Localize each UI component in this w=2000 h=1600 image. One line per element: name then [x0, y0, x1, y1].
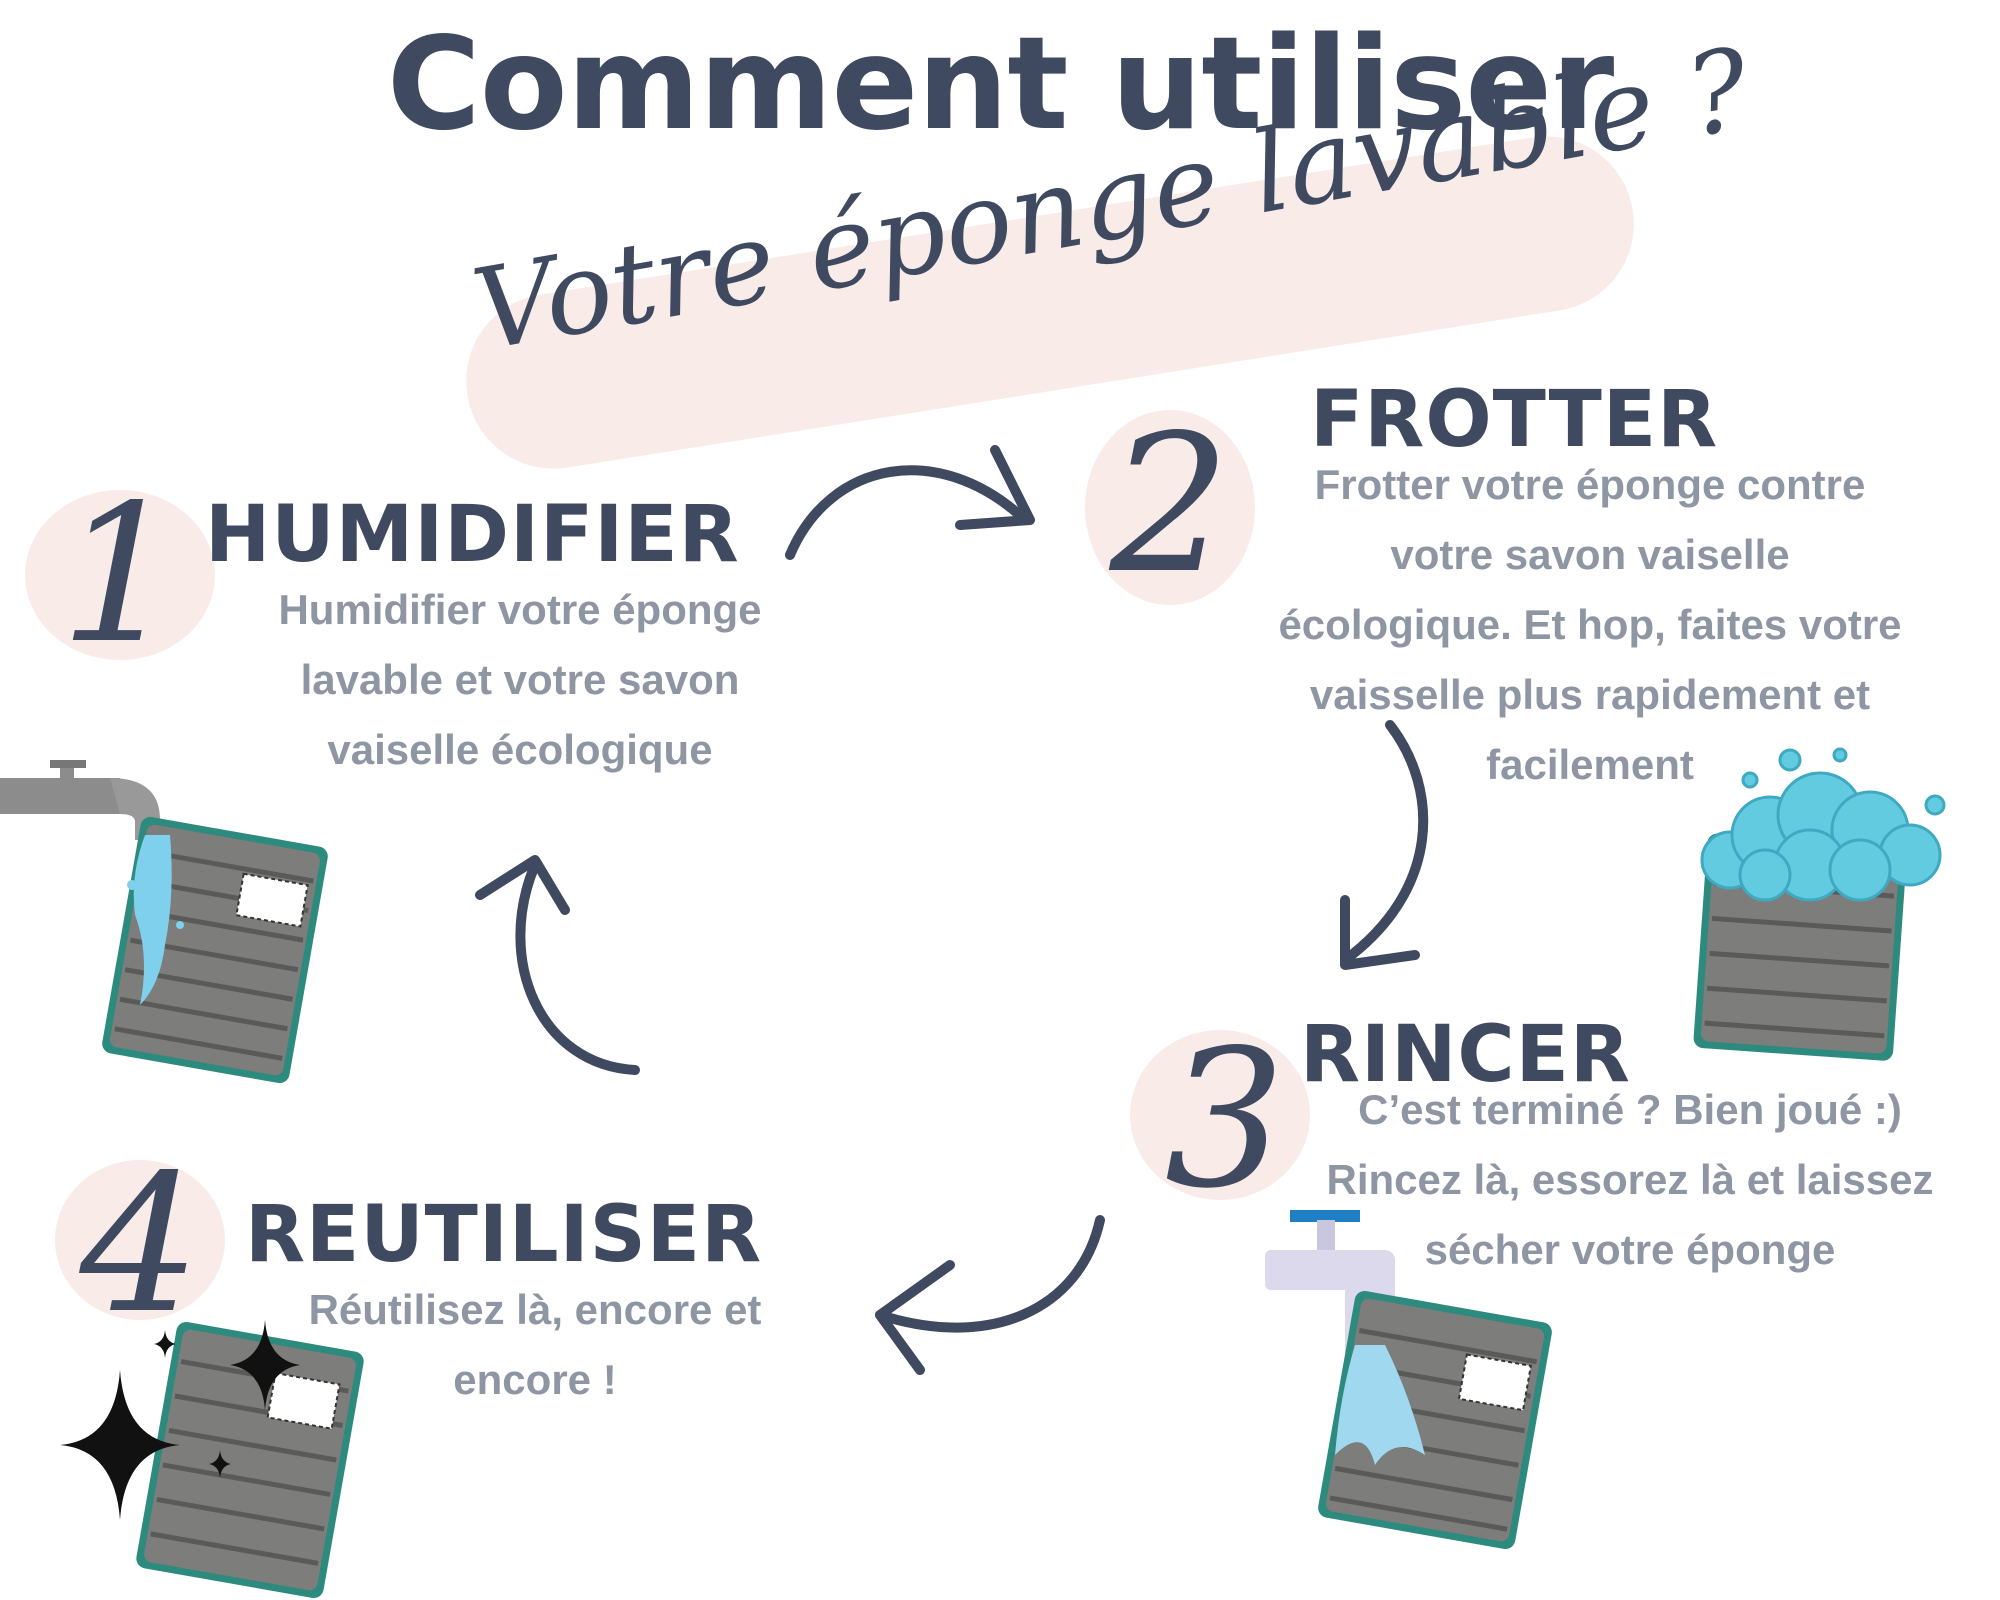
step-4-title: REUTILISER — [245, 1190, 763, 1280]
step-2-number: 2 — [1109, 394, 1231, 615]
step-2-line: facilement — [1486, 741, 1694, 788]
step-3-line: C’est terminé ? Bien joué :) — [1358, 1086, 1902, 1133]
step-4-number-bg — [55, 1160, 225, 1320]
step-3-title: RINCER — [1300, 1010, 1631, 1100]
sponge-icon — [136, 1321, 364, 1599]
step-2-line: Frotter votre éponge contre — [1314, 461, 1866, 508]
step-1-line: Humidifier votre éponge — [278, 586, 762, 633]
step-1-number: 1 — [59, 464, 181, 685]
step-2-line: écologique. Et hop, faites votre — [1278, 601, 1902, 648]
step-3-line: Rincez là, essorez là et laissez — [1326, 1156, 1934, 1203]
page-title: Comment utiliser — [386, 10, 1614, 159]
water-stream-icon — [1335, 1345, 1425, 1465]
step-1-title: HUMIDIFIER — [205, 490, 740, 580]
step-1-description: Humidifier votre éponge lavable et votre… — [220, 575, 820, 785]
step-1-line: vaiselle écologique — [327, 726, 713, 773]
step-2-number-bg — [1085, 410, 1255, 605]
water-stream-icon — [127, 835, 184, 1005]
step-2-line: vaisselle plus rapidement et — [1309, 671, 1871, 718]
step-4-description: Réutilisez là, encore et encore ! — [270, 1275, 800, 1415]
step-4-number: 4 — [79, 1134, 201, 1355]
step-3-number: 3 — [1164, 1009, 1286, 1230]
sparkle-icon — [60, 1320, 300, 1520]
step-2-title: FROTTER — [1310, 375, 1719, 465]
step-1-number-bg — [25, 490, 215, 660]
step-2-description: Frotter votre éponge contre votre savon … — [1220, 450, 1960, 800]
step-4-line: encore ! — [453, 1356, 617, 1403]
foam-bubbles-icon — [1700, 747, 1946, 902]
step-2-line: votre savon vaiselle — [1390, 531, 1790, 578]
step-4-line: Réutilisez là, encore et — [308, 1286, 762, 1333]
step-1-line: lavable et votre savon — [300, 656, 740, 703]
step-3-number-bg — [1130, 1030, 1310, 1200]
step-3-description: C’est terminé ? Bien joué :) Rincez là, … — [1290, 1075, 1970, 1285]
step-3-line: sécher votre éponge — [1424, 1226, 1836, 1273]
